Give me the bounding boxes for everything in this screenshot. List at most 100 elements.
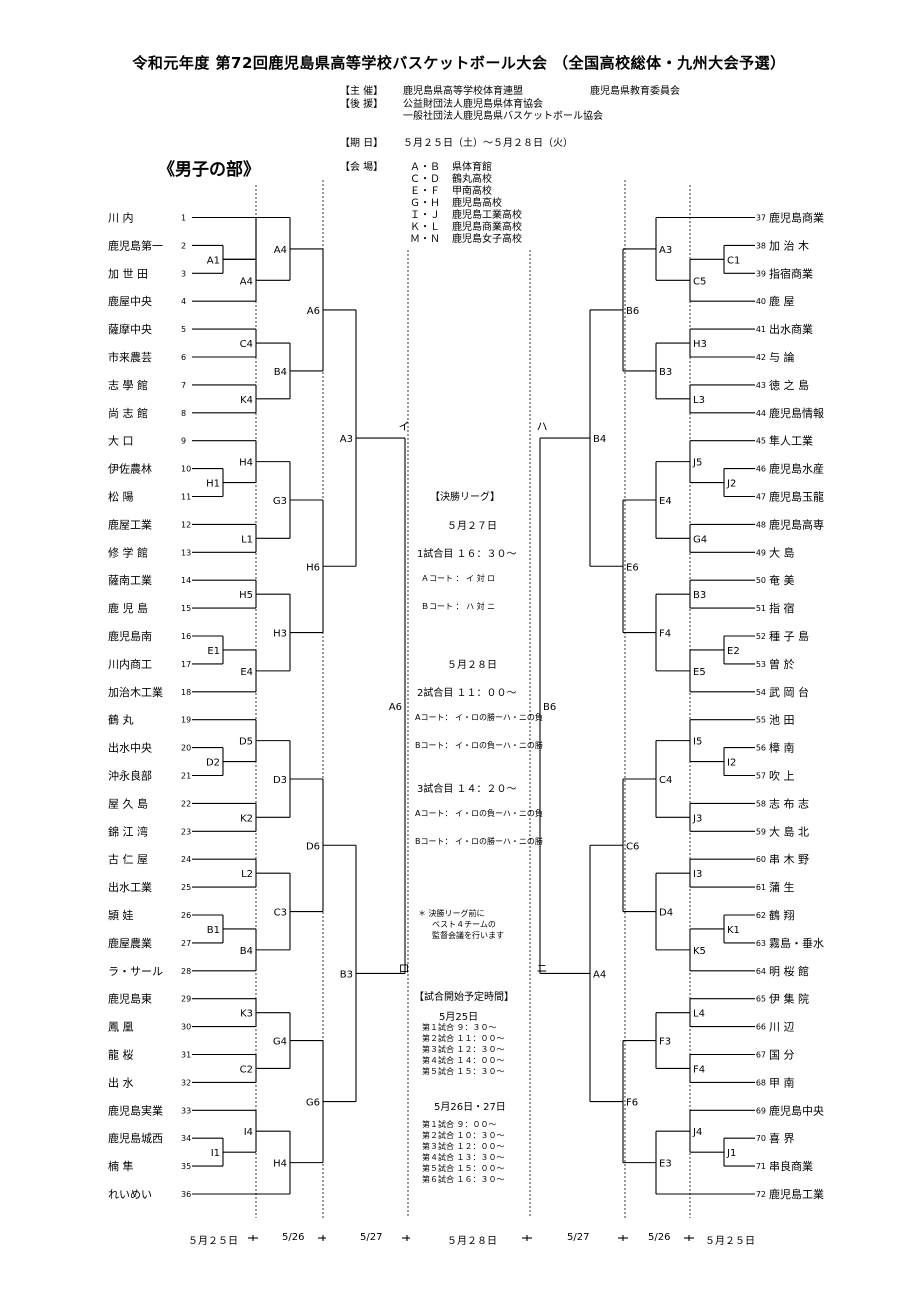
left-r1-4-code: D2 bbox=[206, 758, 220, 769]
right-team-name: 武 岡 台 bbox=[769, 685, 809, 699]
bottom-date-1: ５月２５日 bbox=[188, 1236, 238, 1247]
venue-name-5: 鹿児島工業高校 bbox=[452, 210, 522, 221]
right-seed-number: 60 bbox=[756, 855, 766, 864]
right-team-name: 鶴 翔 bbox=[769, 908, 795, 922]
right-r2-2-code: H3 bbox=[693, 339, 707, 350]
right-team-name: 隼人工業 bbox=[769, 434, 813, 448]
right-team-name: 志 布 志 bbox=[769, 797, 809, 810]
right-seed-number: 42 bbox=[756, 353, 766, 362]
pool-label-i: イ bbox=[399, 420, 410, 433]
right-seed-number: 59 bbox=[756, 827, 766, 836]
right-seed-number: 51 bbox=[756, 604, 766, 613]
right-r1-3-code: E2 bbox=[727, 646, 740, 657]
right-team-name: 吹 上 bbox=[769, 770, 795, 783]
left-r2-7-code: H5 bbox=[239, 590, 253, 601]
right-seed-number: 52 bbox=[756, 632, 766, 641]
left-seed-number: 35 bbox=[181, 1162, 191, 1171]
left-seed-number: 9 bbox=[181, 437, 186, 446]
left-seed-number: 1 bbox=[181, 214, 186, 223]
left-seed-number: 18 bbox=[181, 688, 191, 697]
left-r2-5-code: H4 bbox=[239, 458, 253, 469]
left-team-name: 市来農芸 bbox=[108, 350, 152, 364]
right-r1-2-code: J2 bbox=[726, 479, 736, 490]
right-seed-number: 67 bbox=[756, 1051, 766, 1060]
left-r2-11-code: L2 bbox=[241, 869, 253, 880]
left-team-name: 加 世 田 bbox=[108, 267, 148, 280]
right-seed-number: 56 bbox=[756, 744, 766, 753]
right-team-name: 指宿商業 bbox=[769, 266, 813, 280]
left-r1-5-code: B1 bbox=[207, 925, 220, 936]
right-team-name: 鹿児島玉龍 bbox=[769, 490, 824, 504]
schedule-day2-game-3: 第３試合 １２：００～ bbox=[422, 1142, 505, 1151]
right-seed-number: 63 bbox=[756, 939, 766, 948]
left-r3-3-code: G3 bbox=[273, 496, 287, 507]
left-seed-number: 14 bbox=[181, 576, 191, 585]
left-team-name: 大 口 bbox=[108, 434, 134, 448]
right-r3-7-code: F3 bbox=[659, 1037, 671, 1048]
schedule-day1-game-3: 第３試合 １２：３０～ bbox=[422, 1045, 505, 1054]
left-seed-number: 22 bbox=[181, 799, 191, 808]
right-seed-number: 41 bbox=[756, 325, 766, 334]
left-r3-7-code: G4 bbox=[273, 1037, 287, 1048]
left-seed-number: 33 bbox=[181, 1106, 191, 1115]
left-r1-2-code: H1 bbox=[206, 479, 220, 490]
final-league-game1: 1試合目 １６：３０～ bbox=[417, 549, 517, 560]
right-r1-5-code: K1 bbox=[727, 925, 740, 936]
left-r5-1-code: A3 bbox=[340, 434, 353, 445]
left-team-name: れいめい bbox=[108, 1188, 152, 1201]
final-league-note-2: ベスト４チームの bbox=[432, 920, 496, 929]
left-team-name: 川内商工 bbox=[108, 657, 152, 671]
left-r3-4-code: H3 bbox=[273, 629, 287, 640]
left-seed-number: 3 bbox=[181, 269, 186, 278]
right-team-name: 大 島 bbox=[769, 545, 795, 559]
right-team-name: 指 宿 bbox=[769, 601, 795, 615]
right-r2-11-code: K5 bbox=[693, 946, 706, 957]
venue-name-3: 甲南高校 bbox=[452, 186, 492, 197]
left-seed-number: 19 bbox=[181, 716, 191, 725]
schedule-day2-game-6: 第６試合 １６：３０～ bbox=[422, 1175, 505, 1184]
venue-courts-4: Ｇ・Ｈ bbox=[410, 198, 440, 209]
left-seed-number: 7 bbox=[181, 381, 186, 390]
left-team-name: 屋 久 島 bbox=[108, 796, 148, 810]
left-seed-number: 23 bbox=[181, 827, 191, 836]
left-team-name: 鹿児島第一 bbox=[108, 238, 163, 252]
left-team-name: 鹿屋農業 bbox=[108, 936, 152, 950]
right-r2-13-code: F4 bbox=[693, 1064, 705, 1075]
left-seed-number: 31 bbox=[181, 1051, 191, 1060]
right-seed-number: 38 bbox=[756, 241, 766, 250]
right-r2-12-code: L4 bbox=[693, 1009, 705, 1020]
schedule-day2: 5月26日・27日 bbox=[434, 1102, 506, 1113]
right-seed-number: 72 bbox=[756, 1190, 766, 1199]
right-r2-10-code: I3 bbox=[693, 869, 702, 880]
left-seed-number: 12 bbox=[181, 520, 191, 529]
right-seed-number: 37 bbox=[756, 214, 766, 223]
schedule-day2-game-4: 第４試合 １３：３０～ bbox=[422, 1153, 505, 1162]
right-team-name: 串良商業 bbox=[769, 1159, 813, 1173]
right-team-name: 霧島・垂水 bbox=[769, 936, 824, 950]
venue-name-6: 鹿児島商業高校 bbox=[452, 222, 522, 233]
support-value-2: 一般社団法人鹿児島県バスケットボール協会 bbox=[403, 111, 603, 122]
right-seed-number: 43 bbox=[756, 381, 766, 390]
left-team-name: 松 陽 bbox=[108, 490, 134, 504]
right-team-name: 鹿児島工業 bbox=[769, 1187, 824, 1201]
organizer-value-2: 鹿児島県教育委員会 bbox=[590, 86, 680, 97]
left-r4-4-code: G6 bbox=[306, 1098, 320, 1109]
right-team-name: 曽 於 bbox=[769, 657, 795, 671]
right-r1-6-code: J1 bbox=[726, 1148, 736, 1159]
final-league-game2-b: Bコート： イ・ロの負ーハ・ニの勝 bbox=[415, 741, 543, 750]
right-team-name: 蒲 生 bbox=[769, 880, 795, 894]
right-team-name: 明 桜 館 bbox=[769, 964, 809, 978]
right-team-name: 伊 集 院 bbox=[769, 992, 809, 1006]
left-team-name: 薩南工業 bbox=[108, 574, 152, 587]
schedule-day2-game-1: 第１試合 ９：００～ bbox=[422, 1120, 497, 1129]
final-league-game2-a: Aコート： イ・ロの勝ーハ・ニの負 bbox=[415, 713, 543, 722]
page-title: 令和元年度 第72回鹿児島県高等学校バスケットボール大会 （全国高校総体・九州大… bbox=[132, 54, 786, 72]
right-seed-number: 45 bbox=[756, 437, 766, 446]
bottom-date-3: 5/27 bbox=[360, 1232, 383, 1243]
left-seed-number: 15 bbox=[181, 604, 191, 613]
left-seed-number: 34 bbox=[181, 1134, 191, 1143]
left-seed-number: 8 bbox=[181, 409, 186, 418]
right-seed-number: 62 bbox=[756, 911, 766, 920]
right-team-name: 池 田 bbox=[769, 714, 795, 727]
